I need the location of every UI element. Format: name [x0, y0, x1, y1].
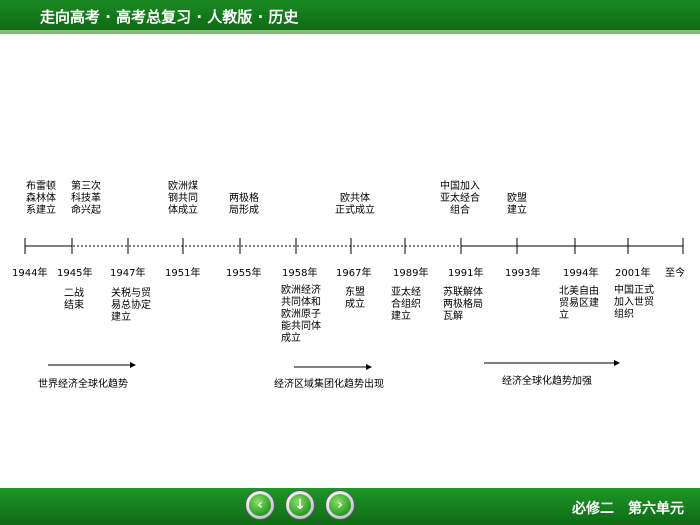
year-label: 1994年	[563, 268, 599, 279]
event-below: 东盟 成立	[345, 287, 365, 310]
event-above: 欧盟 建立	[507, 193, 527, 216]
event-below: 关税与贸 易总协定 建立	[111, 288, 151, 323]
year-label: 2001年	[615, 268, 651, 279]
year-label: 1991年	[448, 268, 484, 279]
prev-button[interactable]: ‹	[245, 490, 275, 520]
event-above: 欧共体 正式成立	[335, 193, 375, 216]
year-label: 1989年	[393, 268, 429, 279]
arrow-left-icon: ‹	[249, 494, 271, 516]
year-label: 1967年	[336, 268, 372, 279]
year-label: 1955年	[226, 268, 262, 279]
year-label: 1993年	[505, 268, 541, 279]
event-below: 欧洲经济 共同体和 欧洲原子 能共同体 成立	[281, 285, 321, 344]
trend-label: 经济区域集团化趋势出现	[274, 379, 384, 390]
down-button[interactable]: ↓	[285, 490, 315, 520]
year-label: 1945年	[57, 268, 93, 279]
event-below: 中国正式 加入世贸 组织	[614, 285, 654, 320]
header-divider	[0, 30, 700, 34]
arrow-down-icon: ↓	[289, 494, 311, 516]
timeline-axis	[24, 238, 684, 370]
next-button[interactable]: ›	[325, 490, 355, 520]
header-title: 走向高考 · 高考总复习 · 人教版 · 历史	[40, 8, 299, 26]
event-below: 二战 结束	[64, 288, 84, 311]
event-below: 北美自由 贸易区建 立	[559, 286, 599, 321]
event-below: 苏联解体 两极格局 瓦解	[443, 287, 483, 322]
year-label: 1951年	[165, 268, 201, 279]
year-label: 1947年	[110, 268, 146, 279]
event-above: 欧洲煤 钢共同 体成立	[168, 181, 198, 216]
trend-label: 经济全球化趋势加强	[502, 376, 592, 387]
event-above: 布雷顿 森林体 系建立	[26, 181, 56, 216]
arrow-right-icon: ›	[329, 494, 351, 516]
year-label: 1958年	[282, 268, 318, 279]
year-label: 1944年	[12, 268, 48, 279]
year-label: 至今	[665, 268, 685, 279]
event-above: 中国加入 亚太经合 组合	[440, 181, 480, 216]
event-above: 两极格 局形成	[229, 193, 259, 216]
trend-label: 世界经济全球化趋势	[38, 379, 128, 390]
footer-label: 必修二 第六单元	[572, 501, 684, 517]
header-bar: 走向高考 · 高考总复习 · 人教版 · 历史	[0, 0, 700, 30]
event-below: 亚太经 合组织 建立	[391, 287, 421, 322]
event-above: 第三次 科技革 命兴起	[71, 181, 101, 216]
